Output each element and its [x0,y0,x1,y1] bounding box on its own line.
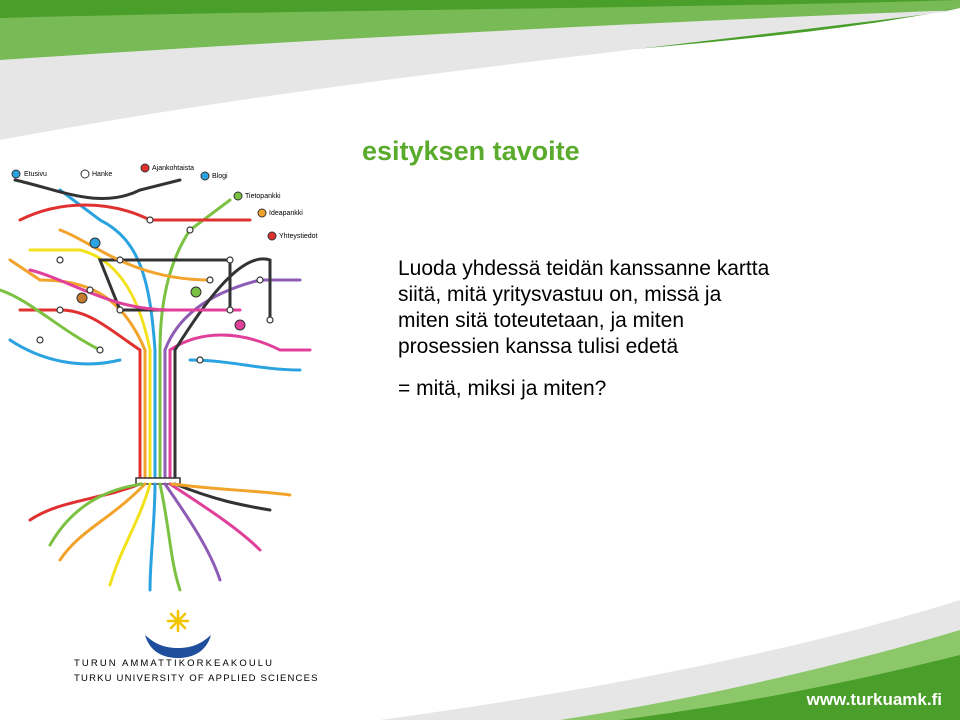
body-line: miten sitä toteutetaan, ja miten [398,309,684,332]
body-line: Luoda yhdessä teidän kanssanne kartta [398,257,770,280]
metro-label-yhteystiedot: Yhteystiedot [279,233,318,240]
metro-label-hanke: Hanke [92,171,112,178]
metro-map-tree-illustration: Etusivu Hanke Ajankohtaista Blogi Tietop… [0,163,318,592]
metro-label-ideapankki: Ideapankki [269,210,303,217]
slide-title: esityksen tavoite [362,136,580,166]
metro-label-etusivu: Etusivu [24,171,47,178]
logo-text-finnish: TURUN AMMATTIKORKEAKOULU [74,658,275,669]
metro-label-ajankohtaista: Ajankohtaista [152,165,194,172]
body-line: siitä, mitä yritysvastuu on, missä ja [398,283,722,306]
metro-label-tietopankki: Tietopankki [245,193,281,200]
summary-line: = mitä, miksi ja miten? [398,377,607,400]
turku-amk-logo [145,609,211,658]
metro-label-blogi: Blogi [212,173,228,180]
top-swoosh-decoration [0,0,960,140]
footer-url: www.turkuamk.fi [806,690,942,709]
body-line: prosessien kanssa tulisi edetä [398,335,679,358]
logo-text-english: TURKU UNIVERSITY OF APPLIED SCIENCES [74,673,319,684]
slide-body: Luoda yhdessä teidän kanssanne kartta si… [398,256,918,402]
bottom-swoosh-decoration [380,600,960,720]
sun-star-icon [166,609,190,633]
